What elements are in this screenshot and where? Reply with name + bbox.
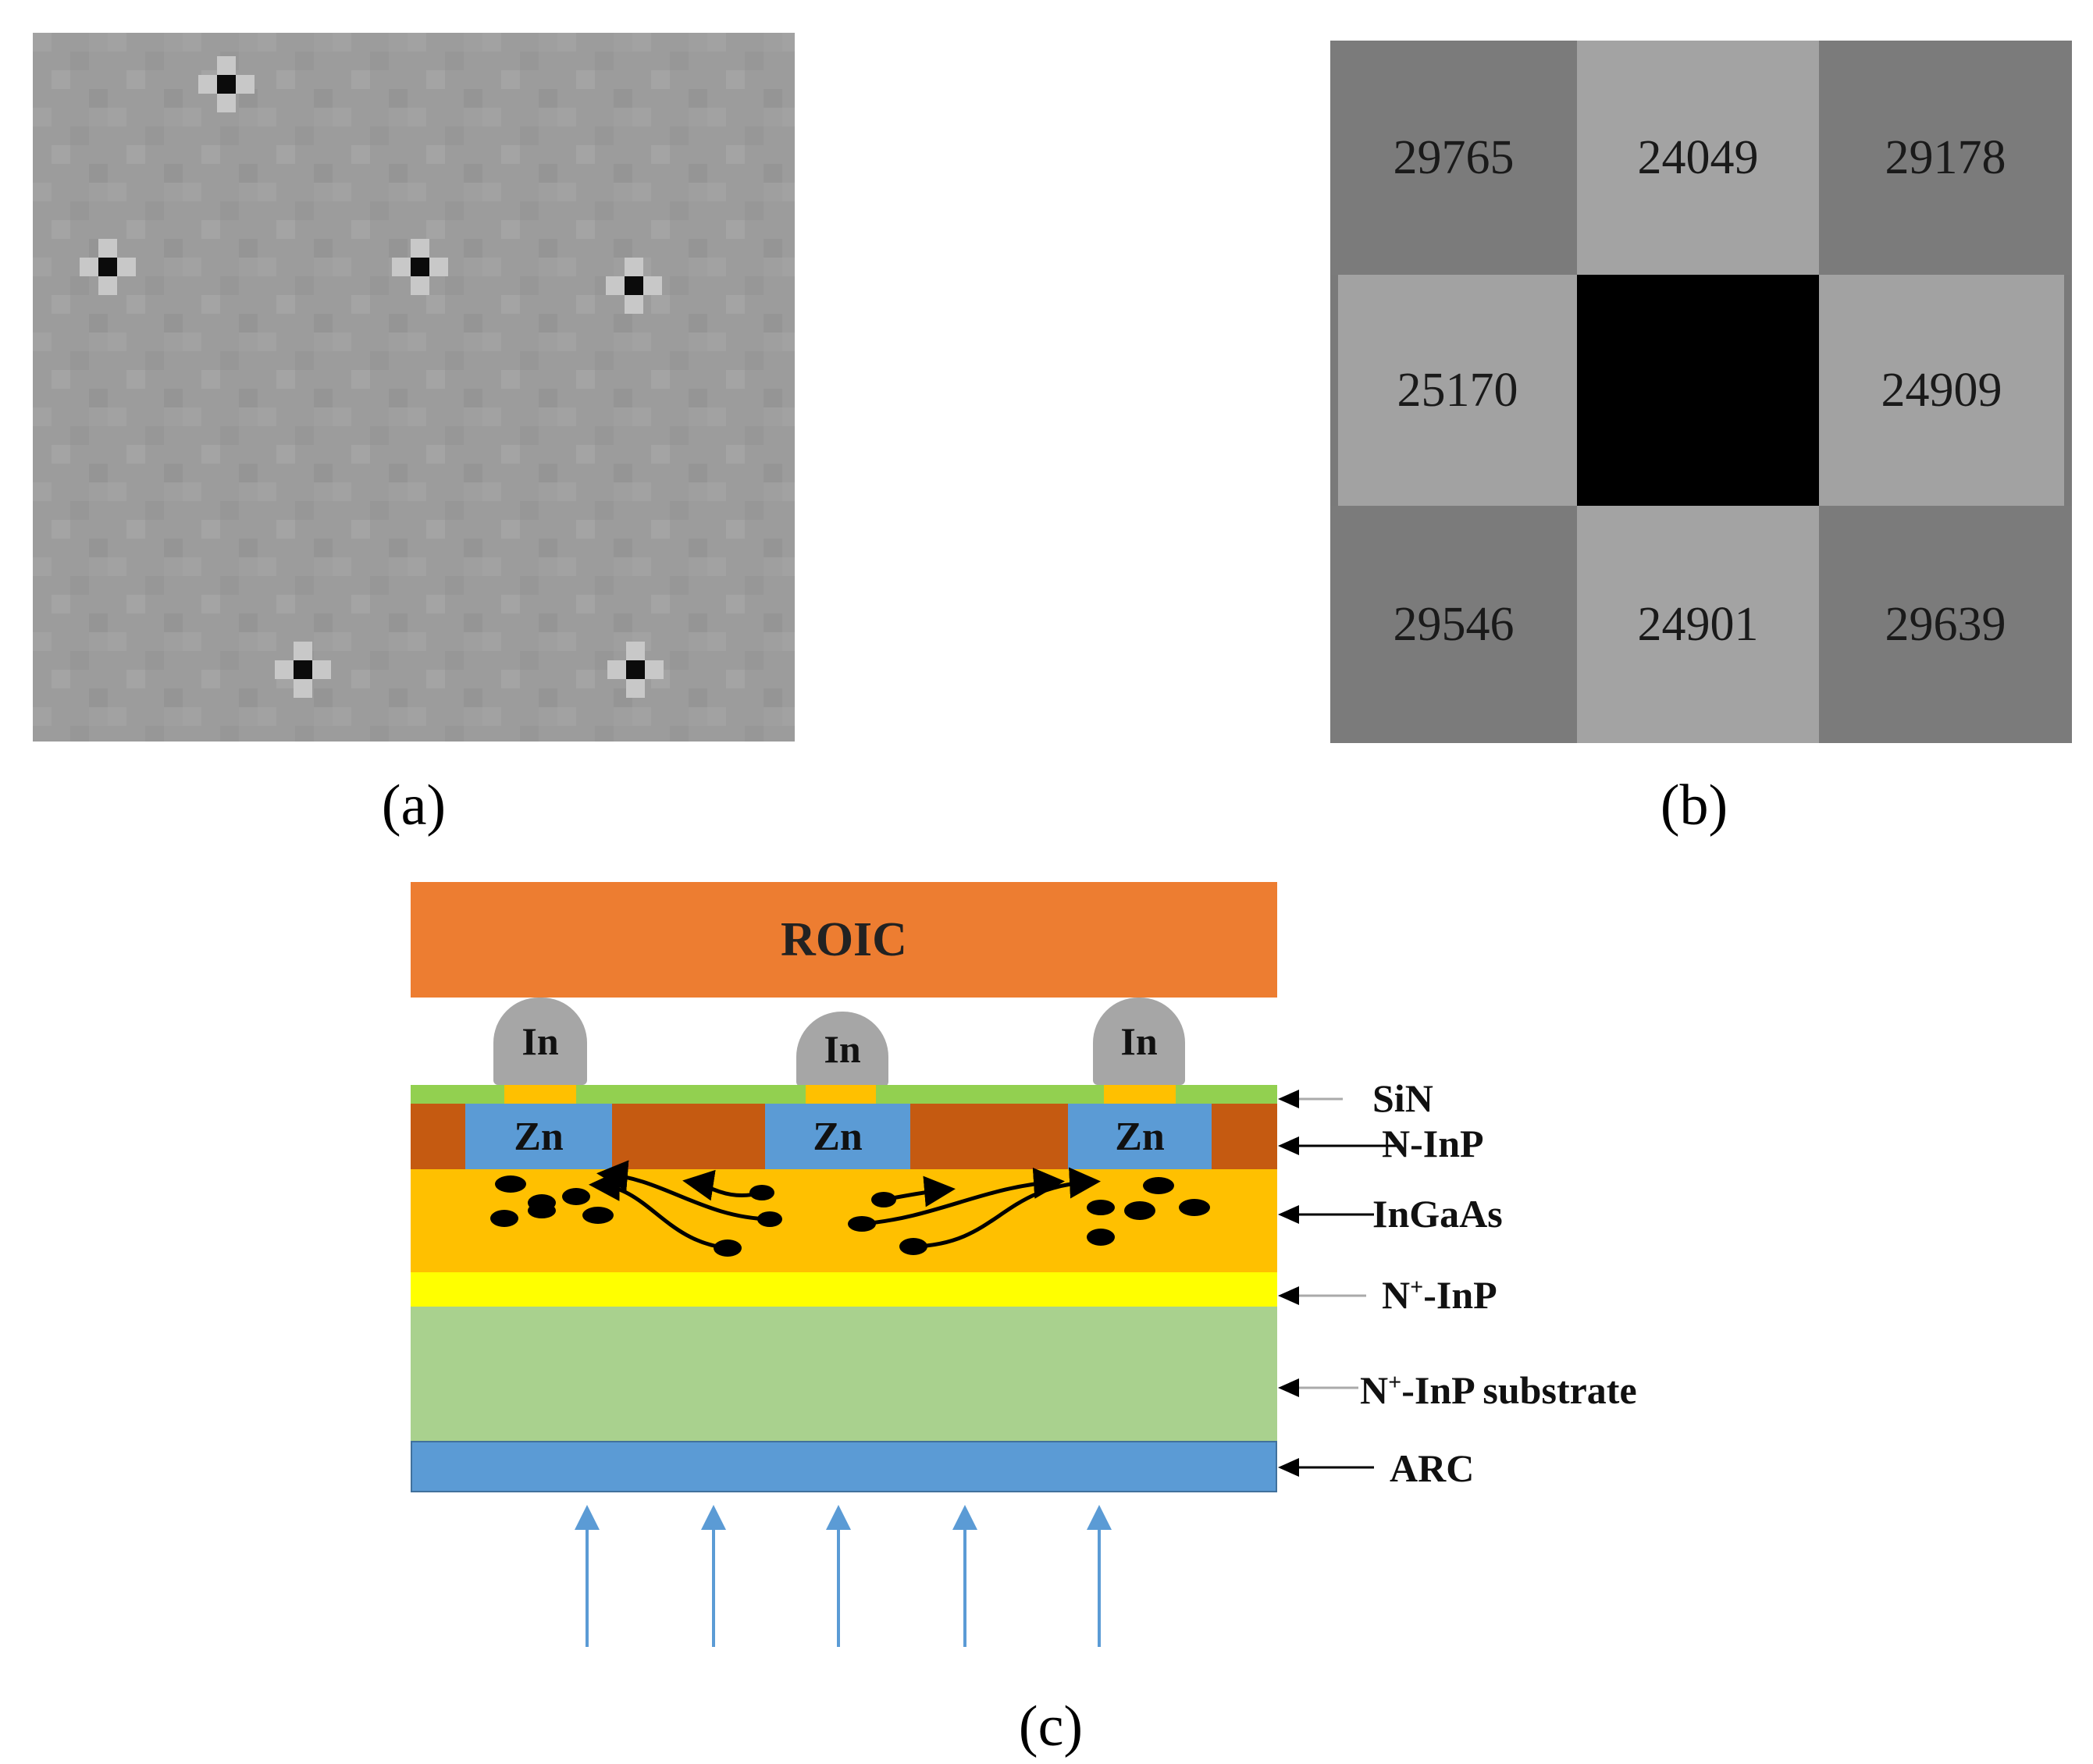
substrate-layer <box>411 1307 1277 1441</box>
diffusion-arrows <box>589 1160 1101 1250</box>
nplus-inp-layer <box>411 1272 1277 1307</box>
contact-pad <box>504 1085 576 1104</box>
grid-cell: 25170 <box>1338 275 1577 506</box>
label-nplus-inp: N+-InP <box>1382 1273 1497 1317</box>
indium-bump: In <box>493 998 587 1085</box>
pixel-neighborhood-grid: 29765 24049 29178 25170 24909 29546 2490… <box>1330 41 2072 743</box>
bad-pixel-marker <box>198 56 255 112</box>
grid-cell: 24909 <box>1819 275 2064 506</box>
roic-layer: ROIC <box>411 882 1277 998</box>
label-sin: SiN <box>1372 1076 1433 1120</box>
grid-cell: 29178 <box>1819 41 2072 275</box>
zn-diffusion-region: Zn <box>1068 1104 1212 1169</box>
caption-a: (a) <box>381 774 447 838</box>
defect-map-image <box>33 33 795 742</box>
contact-pad <box>806 1085 876 1104</box>
indium-bump: In <box>1093 998 1185 1085</box>
zn-diffusion-region: Zn <box>765 1104 910 1169</box>
grid-cell: 29546 <box>1330 506 1577 743</box>
grid-cell: 24901 <box>1577 506 1819 743</box>
bad-pixel-marker <box>607 642 664 698</box>
label-arc: ARC <box>1390 1446 1475 1490</box>
incident-light-arrows <box>575 1505 1112 1647</box>
caption-b: (b) <box>1660 774 1728 838</box>
label-n-inp: N-InP <box>1382 1122 1484 1165</box>
ingaas-layer <box>411 1169 1277 1272</box>
zn-diffusion-region: Zn <box>465 1104 612 1169</box>
roic-label: ROIC <box>781 912 907 966</box>
grid-cell: 29765 <box>1330 41 1577 275</box>
bad-pixel-marker <box>275 642 331 698</box>
carrier-dots <box>490 1175 1210 1257</box>
indium-bump: In <box>796 1012 888 1086</box>
bad-pixel-marker <box>80 239 136 295</box>
noise-texture <box>33 33 795 742</box>
contact-pad <box>1104 1085 1176 1104</box>
layer-pointer-arrows <box>1278 1090 1397 1477</box>
grid-cell: 29639 <box>1819 506 2072 743</box>
label-substrate: N+-InP substrate <box>1360 1368 1637 1412</box>
grid-cell: 24049 <box>1577 41 1819 275</box>
label-ingaas: InGaAs <box>1372 1192 1503 1236</box>
arc-layer <box>411 1441 1277 1492</box>
bad-pixel-marker <box>606 258 662 314</box>
caption-c: (c) <box>1018 1695 1084 1759</box>
bad-pixel-marker <box>392 239 448 295</box>
dead-pixel-center <box>1577 275 1819 506</box>
